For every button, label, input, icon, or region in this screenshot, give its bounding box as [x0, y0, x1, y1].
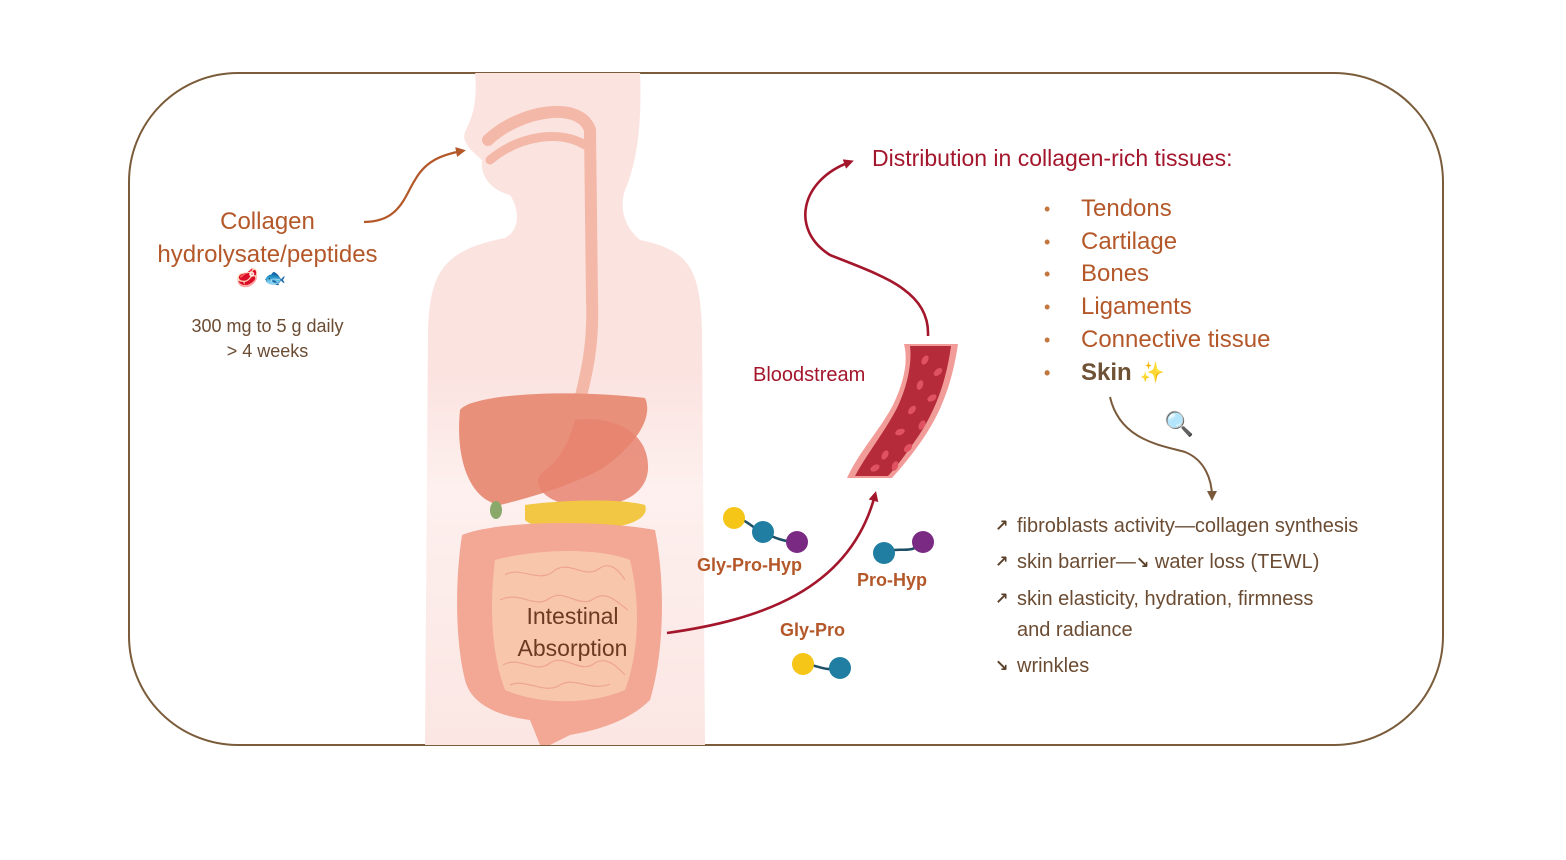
tissue-label: Tendons [1081, 195, 1172, 222]
effect-text-line2: and radiance [1017, 619, 1133, 641]
hyp-residue [912, 531, 934, 553]
bullet-icon: • [1044, 264, 1051, 285]
absorption-label-line2: Absorption [517, 635, 628, 661]
increase-arrow-icon: ↗ [995, 554, 1009, 571]
fish-icon: 🐟 [263, 268, 286, 288]
intake-title-line2: hydrolysate/peptides [157, 241, 378, 268]
diagram-frame [128, 72, 1444, 746]
peptide-label-pro-hyp: Pro-Hyp [857, 570, 928, 590]
effect-text: fibroblasts activity—collagen synthesis [1017, 515, 1359, 537]
tissue-item: • Ligaments [1044, 291, 1270, 324]
increase-arrow-icon: ↗ [995, 518, 1009, 535]
absorption-arrow [666, 491, 879, 635]
peptide-gly-pro-hyp-shape [723, 507, 808, 553]
bullet-icon: • [1044, 231, 1051, 252]
intake-icons: 🥩 🐟 [236, 268, 286, 289]
sparkle-icon: ✨ [1139, 361, 1165, 384]
decrease-arrow-icon: ↘ [1135, 555, 1150, 572]
effect-text: skin elasticity, hydration, firmness and… [1017, 587, 1313, 643]
tissue-list: • Tendons • Cartilage • Bones • Ligaments • C… [1044, 193, 1270, 389]
pancreas [525, 500, 646, 530]
pro-residue [752, 521, 774, 543]
dose-duration: > 4 weeks [226, 341, 309, 361]
esophagus [482, 105, 599, 426]
tissue-label: Skin [1081, 358, 1132, 386]
pro-residue [829, 657, 851, 679]
gly-residue [792, 653, 814, 675]
blood-vessel [847, 344, 958, 479]
bullet-icon: • [1044, 329, 1051, 350]
effect-item: ↗ fibroblasts activity—collagen synthesi… [995, 514, 1358, 539]
effect-text-after: water loss (TEWL) [1149, 551, 1320, 573]
small-intestine [492, 551, 637, 702]
tissue-item: • Tendons [1044, 193, 1270, 226]
meat-icon: 🥩 [236, 268, 259, 288]
pro-residue [873, 542, 895, 564]
tissue-item-skin: • Skin ✨ [1044, 357, 1270, 390]
tissue-label: Connective tissue [1081, 325, 1271, 353]
effect-text: skin barrier—↘ water loss (TEWL) [1017, 550, 1319, 576]
skin-effects-list: ↗ fibroblasts activity—collagen synthesi… [995, 514, 1358, 690]
intake-title-line1: Collagen [220, 208, 315, 235]
decrease-arrow-icon: ↘ [995, 658, 1009, 675]
stomach [538, 419, 649, 507]
effect-text: wrinkles [1017, 655, 1090, 677]
hyp-residue [786, 531, 808, 553]
skin-effects-arrow [1109, 396, 1217, 501]
peptide-gly-pro-shape [792, 653, 851, 679]
bloodstream-label: Bloodstream [753, 364, 866, 386]
gly-residue [723, 507, 745, 529]
bullet-icon: • [1044, 297, 1051, 318]
distribution-title: Distribution in collagen-rich tissues: [872, 145, 1233, 171]
tissue-label: Cartilage [1081, 227, 1178, 255]
peptide-label-gly-pro-hyp: Gly-Pro-Hyp [697, 555, 803, 575]
tissue-label: Ligaments [1081, 293, 1192, 321]
dose-amount: 300 mg to 5 g daily [191, 316, 344, 336]
effect-text-before: skin barrier— [1017, 551, 1136, 573]
dose-info: 300 mg to 5 g daily > 4 weeks [150, 314, 385, 364]
tissue-label: Bones [1081, 260, 1150, 288]
intestine-folds [499, 565, 629, 689]
peptide-pro-hyp-shape [873, 531, 934, 564]
gallbladder [490, 501, 502, 519]
bullet-icon: • [1044, 199, 1051, 219]
intake-title: Collagen hydrolysate/peptides [140, 205, 395, 271]
intake-arrow [363, 147, 466, 224]
tissue-item: • Cartilage [1044, 226, 1270, 259]
effect-item: ↗ skin elasticity, hydration, firmness a… [995, 587, 1358, 643]
effect-item: ↘ wrinkles [995, 654, 1358, 679]
bullet-icon: • [1044, 362, 1051, 383]
peptide-label-gly-pro: Gly-Pro [780, 620, 846, 640]
absorption-label-line1: Intestinal [526, 603, 619, 629]
tissue-item: • Connective tissue [1044, 324, 1270, 357]
effect-item: ↗ skin barrier—↘ water loss (TEWL) [995, 550, 1358, 576]
increase-arrow-icon: ↗ [995, 591, 1009, 608]
magnifier-icon: 🔍 [1164, 411, 1194, 438]
tissue-item: • Bones [1044, 258, 1270, 291]
absorption-label: Intestinal Absorption [495, 600, 650, 664]
effect-text-line1: skin elasticity, hydration, firmness [1017, 588, 1314, 610]
distribution-arrow [804, 159, 930, 337]
